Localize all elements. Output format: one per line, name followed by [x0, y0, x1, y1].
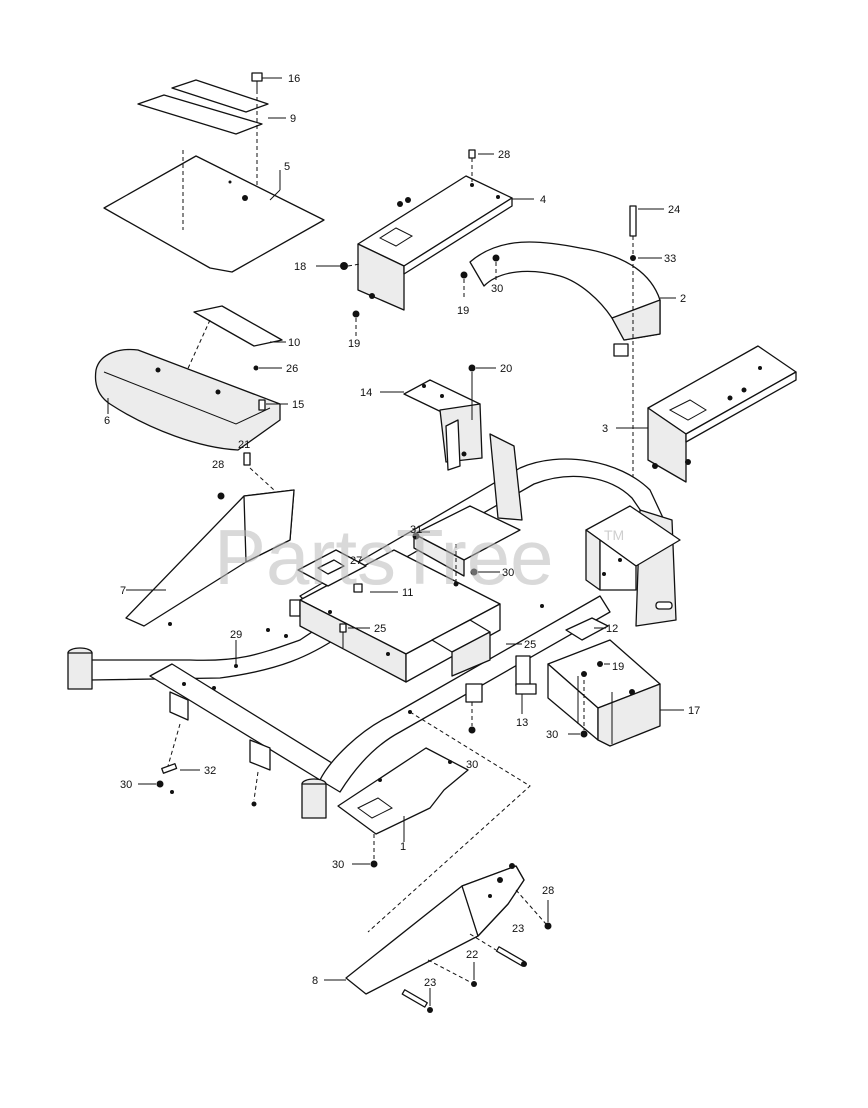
bolt-28-bottom: [515, 889, 552, 930]
nut-30-box: [568, 680, 588, 738]
plate-10: [193, 305, 283, 347]
callout-28-bottom: 28: [542, 885, 554, 897]
callout-17: 17: [688, 705, 700, 717]
callout-30-left: 30: [120, 779, 132, 791]
callout-21: 21: [238, 439, 250, 451]
callout-19-box: 19: [612, 661, 624, 673]
callout-30-frame: 30: [466, 759, 478, 771]
callout-20: 20: [500, 363, 512, 375]
screw-11: [353, 583, 398, 593]
bolt-18: [316, 262, 361, 270]
bolt-23-left: [401, 988, 433, 1013]
nut-30-center: [470, 568, 500, 576]
bolt-19-left: [352, 310, 360, 336]
nut-30-left: [138, 780, 164, 788]
fastener-16: [251, 72, 282, 90]
seat-mount-14: [403, 379, 483, 471]
bolt-19-right: [581, 661, 610, 677]
callout-13: 13: [516, 717, 528, 729]
callout-22: 22: [466, 949, 478, 961]
bolt-28-left: [217, 492, 225, 500]
callout-9: 9: [290, 113, 296, 125]
callout-24: 24: [668, 204, 680, 216]
bracket-13: [515, 655, 537, 714]
callout-5: 5: [284, 161, 290, 173]
callout-19-left: 19: [348, 338, 360, 350]
control-bracket-4: [357, 175, 513, 311]
watermark-text: PartsTree: [214, 513, 554, 601]
side-rail-8: [345, 863, 525, 995]
callout-30-rail: 30: [491, 283, 503, 295]
pin-24: [629, 205, 664, 237]
callout-10: 10: [288, 337, 300, 349]
callout-2: 2: [680, 293, 686, 305]
floor-bracket-1: [337, 747, 469, 835]
bolt-23-right: [469, 933, 527, 967]
callout-7: 7: [120, 585, 126, 597]
callout-28-top: 28: [498, 149, 510, 161]
callout-16: 16: [288, 73, 300, 85]
pin-32: [161, 763, 200, 794]
callout-25-left: 25: [374, 623, 386, 635]
callout-23-left: 23: [424, 977, 436, 989]
callout-8: 8: [312, 975, 318, 987]
floor-pad-upper: [171, 79, 269, 113]
main-frame: [67, 433, 681, 819]
bolt-20: [468, 364, 496, 420]
callout-31: 31: [410, 524, 422, 536]
side-rail-7: [125, 489, 295, 627]
callout-15: 15: [292, 399, 304, 411]
control-bracket-3: [647, 345, 797, 483]
callout-11: 11: [402, 587, 413, 599]
callout-12: 12: [606, 623, 618, 635]
callout-27: 27: [350, 555, 362, 567]
bolt-28-top: [468, 149, 494, 182]
battery-box-17: [547, 639, 661, 747]
bolt-22: [427, 959, 477, 987]
bolt-31: [412, 531, 430, 540]
callout-25-right: 25: [524, 639, 536, 651]
callout-1: 1: [400, 841, 406, 853]
nut-30-bottom: [352, 834, 378, 868]
callout-32: 32: [204, 765, 216, 777]
callout-30-bottom: 30: [332, 859, 344, 871]
bolt-15: [258, 399, 288, 411]
callout-30-box: 30: [546, 729, 558, 741]
callout-18: 18: [294, 261, 306, 273]
watermark-trademark: TM: [604, 527, 624, 543]
washer-33: [630, 255, 662, 261]
floor-pad-9: [137, 94, 263, 135]
rail-2: [460, 241, 661, 357]
callout-29: 29: [230, 629, 242, 641]
callout-3: 3: [602, 423, 608, 435]
bolt-26: [253, 365, 282, 371]
bracket-12: [565, 617, 609, 641]
callout-23-right: 23: [512, 923, 524, 935]
callout-28-left: 28: [212, 459, 224, 471]
nut-30-right: [465, 683, 483, 734]
floor-pan-5: [103, 150, 325, 273]
screw-29: [234, 640, 238, 668]
callout-4: 4: [540, 194, 546, 206]
callout-6: 6: [104, 415, 110, 427]
bolt-21: [243, 452, 275, 491]
callout-26: 26: [286, 363, 298, 375]
callout-30-center: 30: [502, 567, 514, 579]
screw-25-left: [339, 623, 370, 648]
callout-19-rail: 19: [457, 305, 469, 317]
fender-panel-6: [94, 348, 281, 451]
callout-14: 14: [360, 387, 372, 399]
callout-33: 33: [664, 253, 676, 265]
